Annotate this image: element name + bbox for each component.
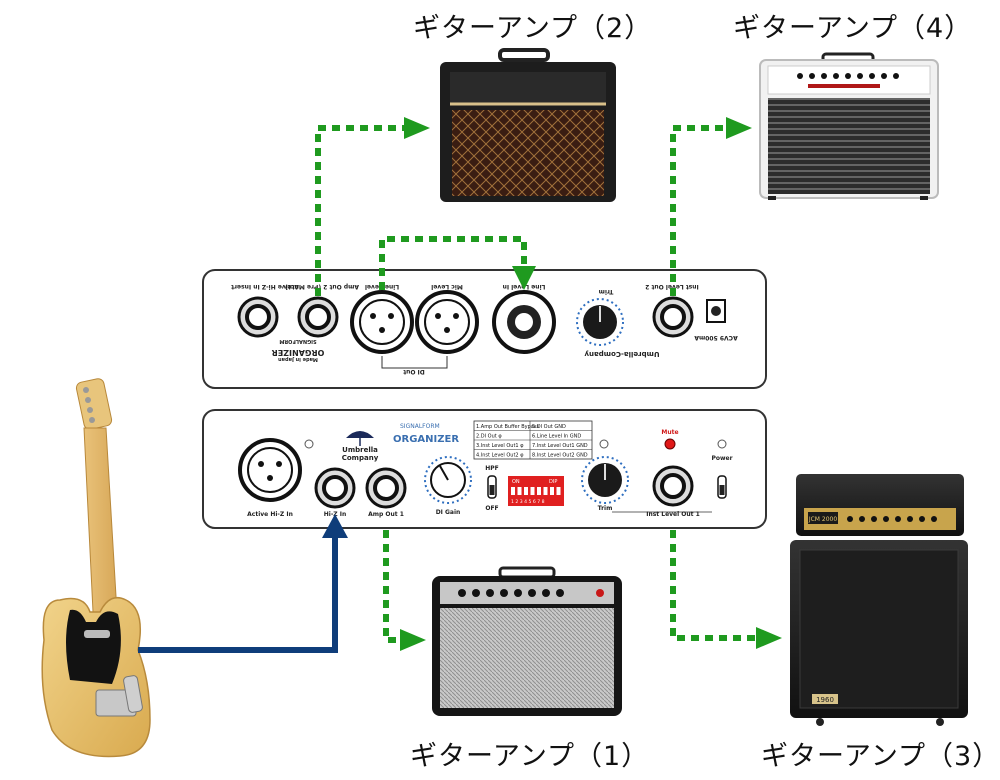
label-hpf: HPF	[485, 465, 499, 472]
label-amp-out1: Amp Out 1	[368, 511, 404, 518]
brand-signalform: SIGNALFORM	[400, 423, 440, 430]
label-inst-out1: Inst Level Out 1	[646, 511, 700, 518]
brand-organizer: ORGANIZER	[393, 434, 459, 445]
rear-panel: Active Hi-Z In Insert Amp Out 2 (Pre Mut…	[202, 269, 767, 389]
mute-led	[664, 438, 676, 450]
di-gain-knob[interactable]	[424, 456, 472, 504]
guitar-amp-3: JCM 2000 1960	[790, 474, 968, 726]
jack-active-hiz-insert[interactable]	[237, 296, 279, 338]
amp2-label: ギターアンプ（2）	[413, 13, 653, 44]
route-amp-out2-to-amp2	[315, 117, 430, 296]
label-rear-trim: Trim	[599, 288, 614, 295]
logo-company: Company	[342, 454, 379, 462]
amp1-label: ギターアンプ（1）	[410, 741, 650, 772]
rear-made-in: Made in Japan	[278, 356, 318, 362]
jack-amp-out2[interactable]	[297, 296, 339, 338]
xlr-line-level[interactable]	[350, 290, 414, 354]
label-active-hiz-insert: Active Hi-Z In Insert	[231, 283, 299, 290]
rear-trim-knob[interactable]	[576, 298, 624, 346]
dc-power-jack[interactable]	[706, 299, 726, 323]
power-led	[717, 439, 727, 449]
label-front-trim: Trim	[598, 505, 613, 512]
label-power: Power	[711, 455, 732, 462]
hpf-switch[interactable]	[487, 475, 497, 499]
combo-line-level-in[interactable]	[492, 290, 556, 354]
led-active	[304, 439, 314, 449]
dip-cell: 4.Inst Level Out2 φ	[476, 453, 524, 459]
umbrella-logo: Umbrella Company	[342, 431, 379, 462]
dip-cell: 5.DI Out GND	[532, 424, 566, 430]
guitar-amp-1	[432, 566, 622, 716]
guitar-cable	[138, 514, 348, 653]
label-dc: ACV9 500mA	[694, 334, 738, 341]
logo-umbrella: Umbrella	[342, 446, 378, 454]
led-trim	[599, 439, 609, 449]
route-line-out-to-line-in	[379, 236, 536, 290]
dip-switch-bank[interactable]: ON DIP 1 2 3 4 5 6 7 8	[508, 476, 564, 506]
label-mic-level: Mic Level	[431, 283, 463, 290]
dip-cell: 3.Inst Level Out1 φ	[476, 443, 524, 449]
amp4-label: ギターアンプ（4）	[733, 13, 973, 44]
label-di-gain: DI Gain	[436, 509, 461, 516]
rear-brand-line2: ORGANIZER	[272, 348, 325, 357]
electric-guitar	[41, 378, 151, 758]
amp3-label: ギターアンプ（3）	[761, 741, 1000, 772]
rear-brand-line1: SIGNALFORM	[279, 338, 316, 344]
xlr-active-hiz-in[interactable]	[238, 438, 302, 502]
jack-amp-out1[interactable]	[365, 467, 407, 509]
dip-cell: 8.Inst Level Out2 GND	[532, 453, 588, 459]
label-di-out: DI Out	[403, 368, 425, 375]
power-switch[interactable]	[717, 475, 727, 499]
label-active-hiz-in: Active Hi-Z In	[247, 511, 293, 518]
label-off: OFF	[485, 505, 498, 512]
rear-company: Umbrella-Company	[584, 350, 660, 358]
dip-cell: 7.Inst Level Out1 GND	[532, 443, 588, 449]
front-panel: Active Hi-Z In Hi-Z In Amp Out 1 Umbrell…	[202, 409, 767, 529]
label-amp-out2: Amp Out 2 (Pre Mute)	[285, 283, 359, 290]
dip-numbers: 1 2 3 4 5 6 7 8	[511, 499, 545, 505]
jack-inst-out2[interactable]	[652, 296, 694, 338]
dip-cell: 1.Amp Out Buffer Bypass	[476, 424, 539, 430]
dip-legend-table: 1.Amp Out Buffer Bypass 5.DI Out GND 2.D…	[473, 420, 593, 460]
jack-hiz-in[interactable]	[314, 467, 356, 509]
dip-cell: 6.Line Level In GND	[532, 434, 581, 440]
label-mute: Mute	[661, 429, 678, 436]
route-inst-out2-to-amp4	[670, 117, 752, 296]
dip-cell: 2.DI Out φ	[476, 434, 502, 440]
label-inst-out2: Inst Level Out 2	[645, 283, 699, 290]
amp3-cab: 1960	[816, 696, 834, 704]
route-inst-out1-to-amp3	[670, 530, 782, 649]
front-trim-knob[interactable]	[581, 456, 629, 504]
jack-inst-out1[interactable]	[652, 465, 694, 507]
route-amp-out1-to-amp1	[383, 530, 426, 651]
xlr-mic-level[interactable]	[415, 290, 479, 354]
amp3-model: JCM 2000	[808, 516, 837, 523]
guitar-amp-2	[440, 48, 616, 202]
dip-label: DIP	[549, 479, 557, 485]
dip-on-label: ON	[512, 479, 520, 485]
guitar-amp-4	[759, 52, 939, 200]
